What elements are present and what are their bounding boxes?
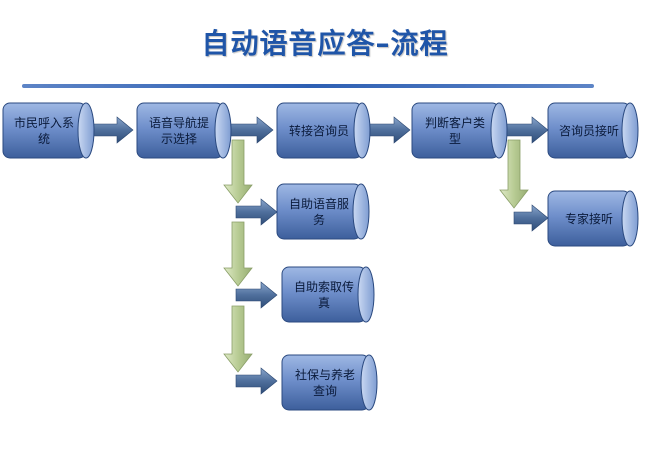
- node-self-voice-service: 自助语音服务: [277, 184, 365, 239]
- down-arrow-2: [223, 221, 253, 287]
- cylinder-agent-answer: [547, 102, 639, 159]
- title-underline: [22, 84, 594, 88]
- down-arrow-1: [223, 139, 253, 204]
- node-label: 判断客户类型: [424, 115, 485, 146]
- cylinder-expert-answer: [547, 190, 639, 247]
- right-arrow-3: [366, 116, 411, 144]
- node-self-fax: 自助索取传真: [282, 267, 370, 322]
- down-arrow-3: [223, 305, 253, 373]
- node-transfer-agent: 转接咨询员: [277, 103, 365, 158]
- node-label: 自助索取传真: [293, 279, 354, 310]
- cylinder-voice-navigation: [136, 102, 232, 159]
- right-arrow-6: [235, 281, 278, 309]
- node-agent-answer: 咨询员接听: [548, 103, 634, 158]
- right-arrow-4: [504, 116, 549, 144]
- node-identify-customer: 判断客户类型: [412, 103, 502, 158]
- node-social-pension-query: 社保与养老查询: [282, 355, 372, 410]
- page-title: 自动语音应答–流程: [201, 27, 449, 60]
- cylinder-transfer-agent: [276, 102, 371, 159]
- node-label: 自助语音服务: [288, 196, 349, 227]
- node-label: 咨询员接听: [558, 123, 619, 138]
- node-label: 语音导航提示选择: [148, 115, 209, 146]
- right-arrow-2: [228, 116, 274, 144]
- node-citizen-call: 市民呼入系统: [3, 103, 89, 158]
- node-label: 社保与养老查询: [294, 367, 355, 398]
- node-label: 市民呼入系统: [13, 115, 74, 146]
- cylinder-social-pension-query: [281, 354, 378, 411]
- right-arrow-7: [235, 367, 278, 395]
- cylinder-self-fax: [281, 266, 375, 323]
- node-expert-answer: 专家接听: [548, 191, 634, 246]
- node-label: 专家接听: [564, 211, 613, 226]
- right-arrow-5: [235, 198, 278, 226]
- cylinder-self-voice-service: [276, 183, 370, 240]
- node-voice-navigation: 语音导航提示选择: [137, 103, 225, 158]
- right-arrow-8: [513, 204, 549, 232]
- down-arrow-4: [499, 139, 529, 209]
- cylinder-identify-customer: [411, 102, 508, 159]
- cylinder-citizen-call: [2, 102, 95, 159]
- node-label: 转接咨询员: [288, 123, 349, 138]
- right-arrow-1: [92, 116, 134, 144]
